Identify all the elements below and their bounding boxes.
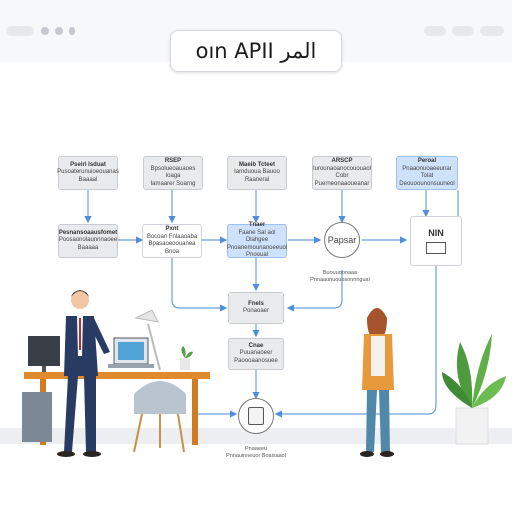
node-top-2[interactable]: RSEP Bpsolueoauaoes Ioaga Iamaarer Soarn… (143, 156, 203, 190)
woman-illustration (360, 308, 394, 457)
plant-illustration (442, 334, 506, 445)
node-mid-4-circle[interactable]: Papsar (324, 222, 360, 258)
node-top-3[interactable]: Maeib Tcteet Iamduoua Bauoo Raaneral (227, 156, 287, 190)
node-subtitle: Bpsolueoauaoes Ioaga Iamaarer Soarng (150, 165, 196, 187)
node-mid-1[interactable]: Pesnansoaausfomet Poosaonolaunnnaoee Baa… (58, 224, 118, 258)
node-title: ARSCP (331, 158, 353, 164)
node-lower-1[interactable]: Fnels Ponaoaer (228, 292, 284, 324)
menu-pill[interactable] (452, 26, 474, 36)
node-top-1[interactable]: Pseirl Isduat Pusoaterunuioeouanas Baaaa… (57, 156, 119, 190)
node-subtitle: Puuanaoeer Paoooaanosuee (234, 350, 278, 364)
window-dot[interactable] (69, 27, 75, 35)
node-subtitle: Bocoan Fnlaaoaba Bpasaoeoouanea Bnoa (146, 233, 198, 255)
menu-pill[interactable] (424, 26, 446, 36)
node-mid-5[interactable]: NIN (410, 216, 462, 266)
output-node-circle[interactable] (238, 398, 274, 434)
node-title: Pxnt (165, 226, 179, 232)
node-title: Maeib Tcteet (239, 161, 275, 168)
page-title: oın APII المر (170, 30, 342, 72)
node-title: Pseirl Isduat (70, 161, 106, 168)
output-caption: Pnaaeeu Pnnauinneuor Boaisaaol (226, 446, 286, 460)
node-subtitle: Faane Sal aol Dlahgee Pnoanemounanoeeuol… (226, 229, 288, 259)
man-illustration (57, 290, 110, 457)
report-icon (248, 407, 264, 425)
node-title: NIN (428, 227, 444, 238)
node-title: Tnaer (248, 222, 266, 229)
node-subtitle: Iamduoua Bauoo Raaneral (234, 169, 280, 183)
node-subtitle: Ponaoaer (242, 308, 270, 314)
node-mid-2[interactable]: Pxnt Bocoan Fnlaaoaba Bpasaoeoouanea Bno… (142, 224, 202, 258)
node-subtitle: Pnaaonuoaeeunar Tolat Deouoounonsuuneol (399, 165, 455, 187)
node-top-5[interactable]: Peroal Pnaaonuoaeeunar Tolat Deouoounons… (396, 156, 458, 190)
desk-illustration (22, 309, 210, 453)
node-label: Papsar (327, 235, 357, 245)
node-top-4[interactable]: ARSCP Iurounaoanocououaol Cobr Puerneona… (312, 156, 372, 190)
window-pill[interactable] (6, 26, 34, 36)
node-title: Peroal (417, 158, 437, 164)
node-title: Pesnansoaausfomet (58, 229, 118, 236)
node-title: Fnels (248, 300, 264, 307)
node-mid-3[interactable]: Tnaer Faane Sal aol Dlahgee Pnoanemounan… (226, 222, 288, 259)
window-dot[interactable] (41, 27, 49, 35)
menu-pill[interactable] (480, 26, 504, 36)
window-dot[interactable] (55, 27, 63, 35)
node-caption: Buouuoonaaa Pnnaaunuouosonnngual (310, 270, 370, 284)
node-lower-2[interactable]: Cnae Puuanaoeer Paoooaanosuee (228, 338, 284, 370)
node-subtitle: Poosaonolaunnnaoee Baaaaa (58, 237, 118, 251)
node-title: RSEP (164, 158, 182, 164)
node-subtitle: Pusoaterunuioeouanas Baaaal (57, 169, 119, 183)
node-title: Cnae (248, 342, 264, 349)
node-subtitle: Iurounaoanocououaol Cobr Puerneonaaouean… (312, 165, 372, 187)
document-icon (426, 242, 446, 255)
